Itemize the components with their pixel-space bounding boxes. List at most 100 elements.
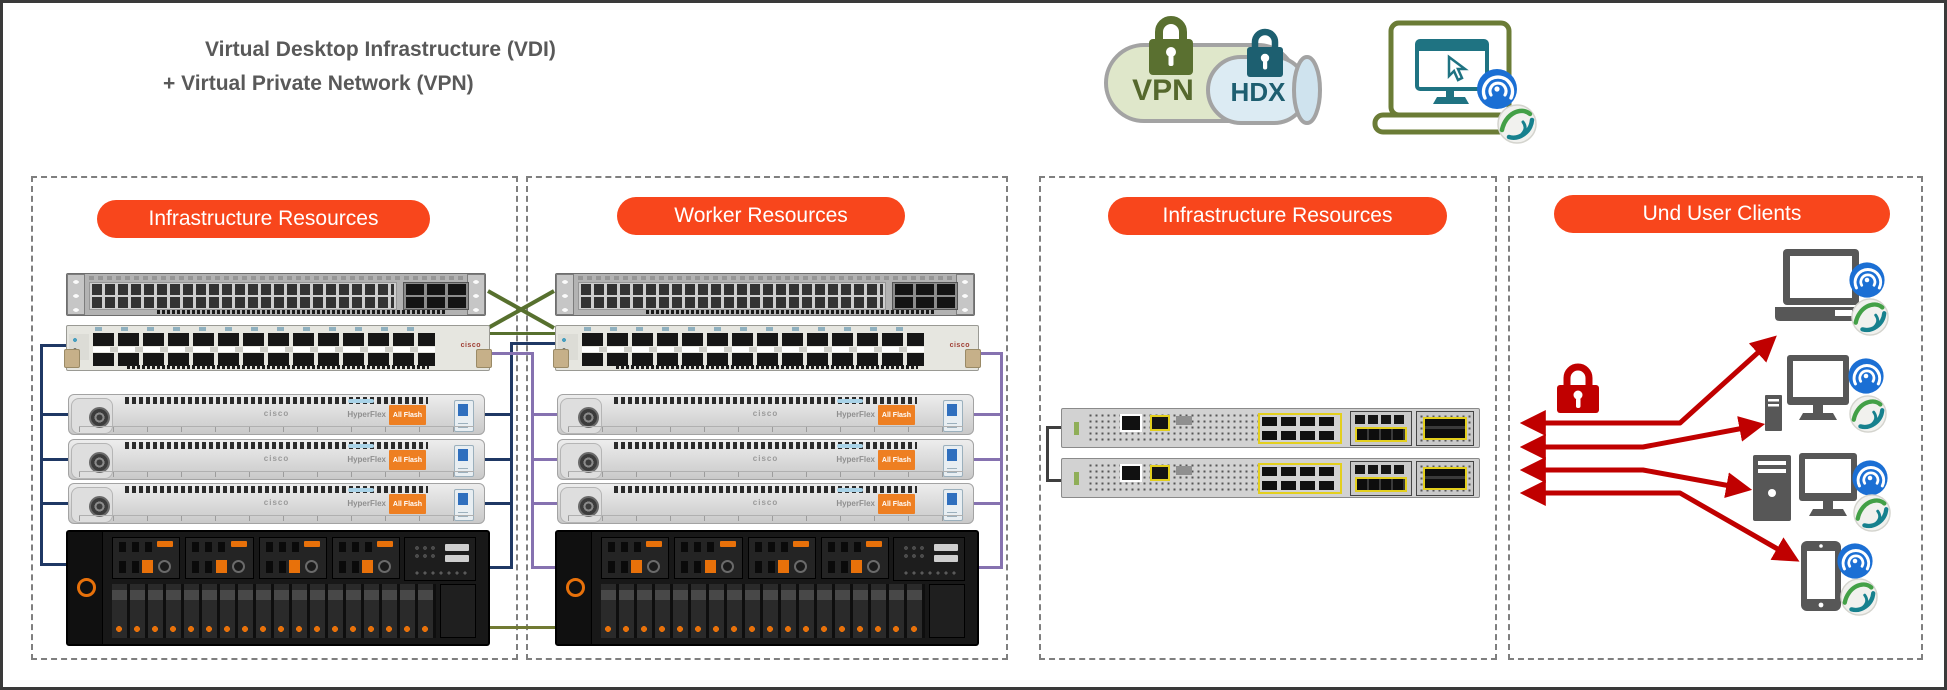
- fabric-b-link: [974, 502, 1000, 505]
- chassis-side: [557, 532, 592, 644]
- vent-strip: [614, 397, 917, 404]
- controller-modules: [601, 537, 889, 579]
- virtual-desktop-monitor-icon: [1415, 39, 1489, 104]
- hyperflex-server: cisco HyperFlex All Flash: [68, 483, 485, 524]
- rack-ear: [67, 274, 85, 315]
- cisco-logo: cisco: [263, 409, 290, 418]
- citrix-workspace-icon: [1835, 541, 1875, 581]
- vent-strip: [157, 310, 445, 314]
- ethernet-switch-worker: [555, 273, 975, 316]
- client-desktop-icon: [1765, 355, 1889, 445]
- banner-worker-resources: Worker Resources: [617, 197, 905, 235]
- firewall-appliance: [1061, 458, 1480, 498]
- drive-led: [837, 399, 863, 403]
- vpn-traffic-arrow-workstation: [1519, 457, 1753, 499]
- anyconnect-icon: [1841, 579, 1877, 615]
- title-line-1: Virtual Desktop Infrastructure (VDI): [205, 38, 556, 61]
- network-module: [1350, 411, 1412, 446]
- fabric-a-link: [485, 413, 510, 416]
- cisco-logo: cisco: [752, 498, 779, 507]
- vpn-label: VPN: [1132, 74, 1194, 107]
- mgmt-panel: [404, 537, 476, 581]
- port-labels: [584, 327, 918, 331]
- cisco-logo: cisco: [263, 454, 290, 463]
- drive-led: [348, 444, 374, 448]
- mgmt-panel: [893, 537, 965, 581]
- fabric-a-link: [40, 502, 68, 505]
- rail-strip: [568, 426, 963, 432]
- cisco-emblem-icon: [578, 407, 599, 428]
- chassis-rail: [929, 584, 965, 638]
- drive-led: [348, 399, 374, 403]
- hdx-label: HDX: [1231, 77, 1287, 107]
- all-flash-badge: All Flash: [878, 450, 915, 470]
- qsfp-port-row: [582, 333, 924, 346]
- cisco-logo: cisco: [752, 454, 779, 463]
- vpn-hdx-tunnel-graphic: VPN HDX: [1104, 16, 1322, 125]
- chassis-side: [68, 532, 103, 644]
- fabric-b-trunk-mid: [531, 352, 534, 569]
- mgmt-port: [1120, 414, 1142, 432]
- hyperflex-label: HyperFlex: [836, 499, 875, 508]
- pure-storage-array: [555, 530, 979, 646]
- port-labels: [578, 276, 952, 280]
- pure-storage-logo-icon: [77, 578, 96, 597]
- vent-strip: [614, 486, 917, 493]
- drive-led: [837, 444, 863, 448]
- cisco-logo: cisco: [460, 342, 481, 349]
- fabric-interconnect-infra: cisco: [64, 325, 492, 371]
- rack-ear: [467, 274, 485, 315]
- hyperflex-server: cisco HyperFlex All Flash: [68, 394, 485, 435]
- cisco-emblem-icon: [89, 407, 110, 428]
- kvm-port: [943, 400, 963, 432]
- cisco-logo: cisco: [263, 498, 290, 507]
- pure-storage-array: [66, 530, 490, 646]
- rj45-port-block: [578, 282, 886, 310]
- fabric-a-link: [40, 344, 66, 347]
- uplink-port-block: [403, 282, 469, 310]
- anyconnect-icon: [1850, 396, 1886, 432]
- hyperflex-server: cisco HyperFlex All Flash: [557, 439, 974, 480]
- network-module: [1416, 411, 1474, 446]
- citrix-workspace-icon: [1475, 67, 1519, 111]
- firewall-ha-link: [1046, 479, 1061, 482]
- fabric-a-trunk-mid: [510, 342, 513, 569]
- hyperflex-label: HyperFlex: [347, 455, 386, 464]
- anyconnect-icon: [1498, 105, 1536, 143]
- fabric-b-link: [490, 352, 531, 355]
- vent-strip: [125, 442, 428, 449]
- usb-port: [1176, 416, 1192, 425]
- hyperflex-server: cisco HyperFlex All Flash: [557, 394, 974, 435]
- hyperflex-label: HyperFlex: [347, 499, 386, 508]
- drive-leds: [601, 623, 925, 635]
- remote-workspace-laptop-icon: [1372, 20, 1543, 149]
- section-end-user-clients: Und User Clients: [1508, 176, 1923, 660]
- firewall-ha-bracket: [1046, 426, 1049, 482]
- qsfp-port-row: [93, 333, 435, 346]
- all-flash-badge: All Flash: [389, 494, 426, 514]
- kvm-port: [943, 445, 963, 477]
- vent-strip: [646, 310, 934, 314]
- anyconnect-icon: [1854, 495, 1890, 531]
- latch: [64, 349, 80, 368]
- cisco-emblem-icon: [578, 452, 599, 473]
- fabric-a-link: [40, 563, 66, 566]
- citrix-workspace-icon: [1847, 260, 1887, 300]
- latch: [1074, 422, 1079, 435]
- rail-strip: [568, 515, 963, 521]
- storage-replication-link: [490, 626, 555, 629]
- rj45-port-block: [89, 282, 397, 310]
- peer-link: [487, 332, 555, 335]
- uplink-port-block: [892, 282, 958, 310]
- client-laptop-icon: [1775, 249, 1893, 344]
- client-tablet-icon: [1801, 541, 1893, 623]
- cisco-emblem-icon: [578, 496, 599, 517]
- fabric-b-link: [974, 458, 1000, 461]
- cisco-logo: cisco: [949, 342, 970, 349]
- latch: [476, 349, 492, 368]
- fabric-a-link: [490, 566, 510, 569]
- qsfp-port-row: [582, 353, 924, 366]
- vent-strip: [614, 442, 917, 449]
- section-infrastructure-resources-2: Infrastructure Resources: [1039, 176, 1497, 660]
- banner-infrastructure-resources-2: Infrastructure Resources: [1108, 197, 1447, 235]
